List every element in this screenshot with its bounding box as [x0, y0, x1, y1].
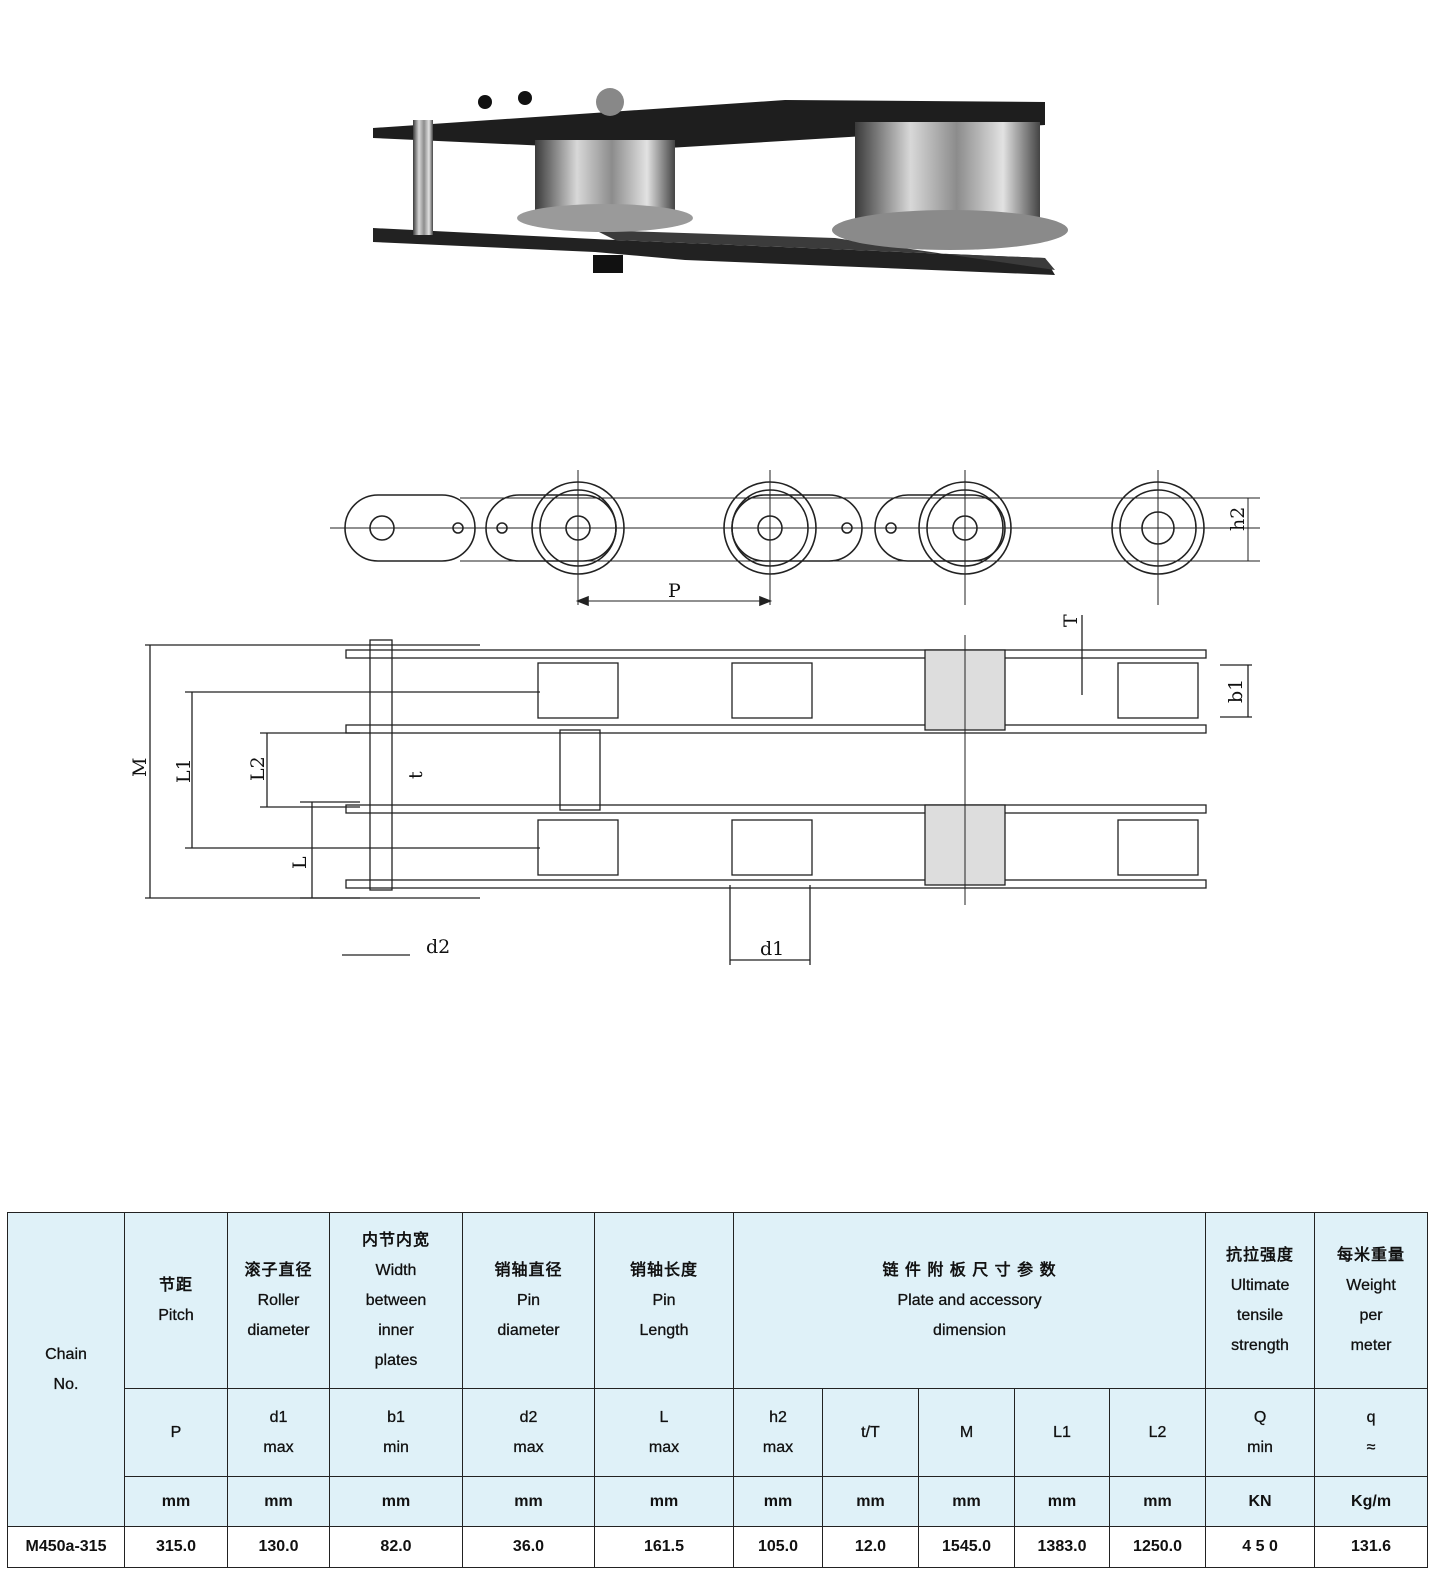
- table-row: M450a-315 315.0 130.0 82.0 36.0 161.5 10…: [7, 1526, 1429, 1568]
- cell-value: 1545.0: [918, 1526, 1015, 1568]
- unit-cell: mm: [594, 1476, 734, 1527]
- unit-cell: KN: [1205, 1476, 1316, 1527]
- cell-value: 12.0: [822, 1526, 919, 1568]
- unit-cell: mm: [733, 1476, 823, 1527]
- cell-value: 4 5 0: [1205, 1526, 1316, 1568]
- unit-cell: mm: [124, 1476, 228, 1527]
- header-width-between-inner-plates: 内节内宽 Width between inner plates: [329, 1212, 463, 1389]
- header-pin-diameter: 销轴直径 Pin diameter: [462, 1212, 595, 1389]
- header-ultimate-tensile-strength: 抗拉强度 Ultimate tensile strength: [1205, 1212, 1316, 1389]
- label-t-lower: t: [405, 771, 427, 779]
- unit-cell: mm: [329, 1476, 463, 1527]
- cell-value: 1250.0: [1108, 1526, 1207, 1568]
- header-plate-accessory-dimension: 链 件 附 板 尺 寸 参 数 Plate and accessory dime…: [732, 1212, 1207, 1389]
- label-t-upper: T: [1060, 614, 1082, 627]
- header-pin-length: 销轴长度 Pin Length: [594, 1212, 734, 1389]
- symbol-cell: t/T: [822, 1388, 919, 1477]
- cell-value: 1383.0: [1014, 1526, 1110, 1568]
- label-m: M: [129, 758, 151, 777]
- label-p: P: [668, 580, 681, 602]
- unit-cell: mm: [1014, 1476, 1110, 1527]
- label-l: L: [289, 856, 311, 869]
- symbol-cell: M: [918, 1388, 1015, 1477]
- cell-chain-no: M450a-315: [7, 1526, 125, 1568]
- unit-cell: Kg/m: [1314, 1476, 1429, 1527]
- symbol-cell: q≈: [1314, 1388, 1429, 1477]
- cell-value: 82.0: [329, 1526, 463, 1568]
- label-d1: d1: [760, 938, 784, 960]
- header-roller-diameter: 滚子直径 Roller diameter: [227, 1212, 330, 1389]
- plan-view: [145, 615, 1252, 965]
- header-pitch: 节距 Pitch: [124, 1212, 228, 1389]
- chain-product-photo: [373, 88, 1068, 275]
- top-view: [330, 470, 1260, 607]
- cell-value: 105.0: [733, 1526, 823, 1568]
- symbol-cell: L2: [1108, 1388, 1207, 1477]
- header-chain-no: Chain No.: [7, 1212, 125, 1527]
- unit-cell: mm: [918, 1476, 1015, 1527]
- unit-cell: mm: [227, 1476, 330, 1527]
- cell-value: 130.0: [227, 1526, 330, 1568]
- cell-value: 131.6: [1314, 1526, 1429, 1568]
- unit-cell: mm: [1108, 1476, 1207, 1527]
- symbol-cell: L1: [1014, 1388, 1110, 1477]
- label-h2: h2: [1227, 507, 1249, 531]
- label-d2: d2: [426, 936, 450, 958]
- label-l1: L1: [173, 758, 195, 783]
- label-l2: L2: [247, 756, 269, 781]
- symbol-cell: P: [124, 1388, 228, 1477]
- unit-cell: mm: [822, 1476, 919, 1527]
- header-weight-per-meter: 每米重量 Weight per meter: [1314, 1212, 1429, 1389]
- cell-value: 36.0: [462, 1526, 595, 1568]
- unit-cell: mm: [462, 1476, 595, 1527]
- cell-value: 161.5: [594, 1526, 734, 1568]
- chain-technical-drawing: P h2 T b1 M L1 L2 t L d2 d1: [129, 470, 1260, 965]
- label-b1: b1: [1225, 679, 1247, 703]
- chain-spec-table: Chain No. 节距 Pitch 滚子直径 Roller diameter …: [7, 1212, 1429, 1568]
- cell-value: 315.0: [124, 1526, 228, 1568]
